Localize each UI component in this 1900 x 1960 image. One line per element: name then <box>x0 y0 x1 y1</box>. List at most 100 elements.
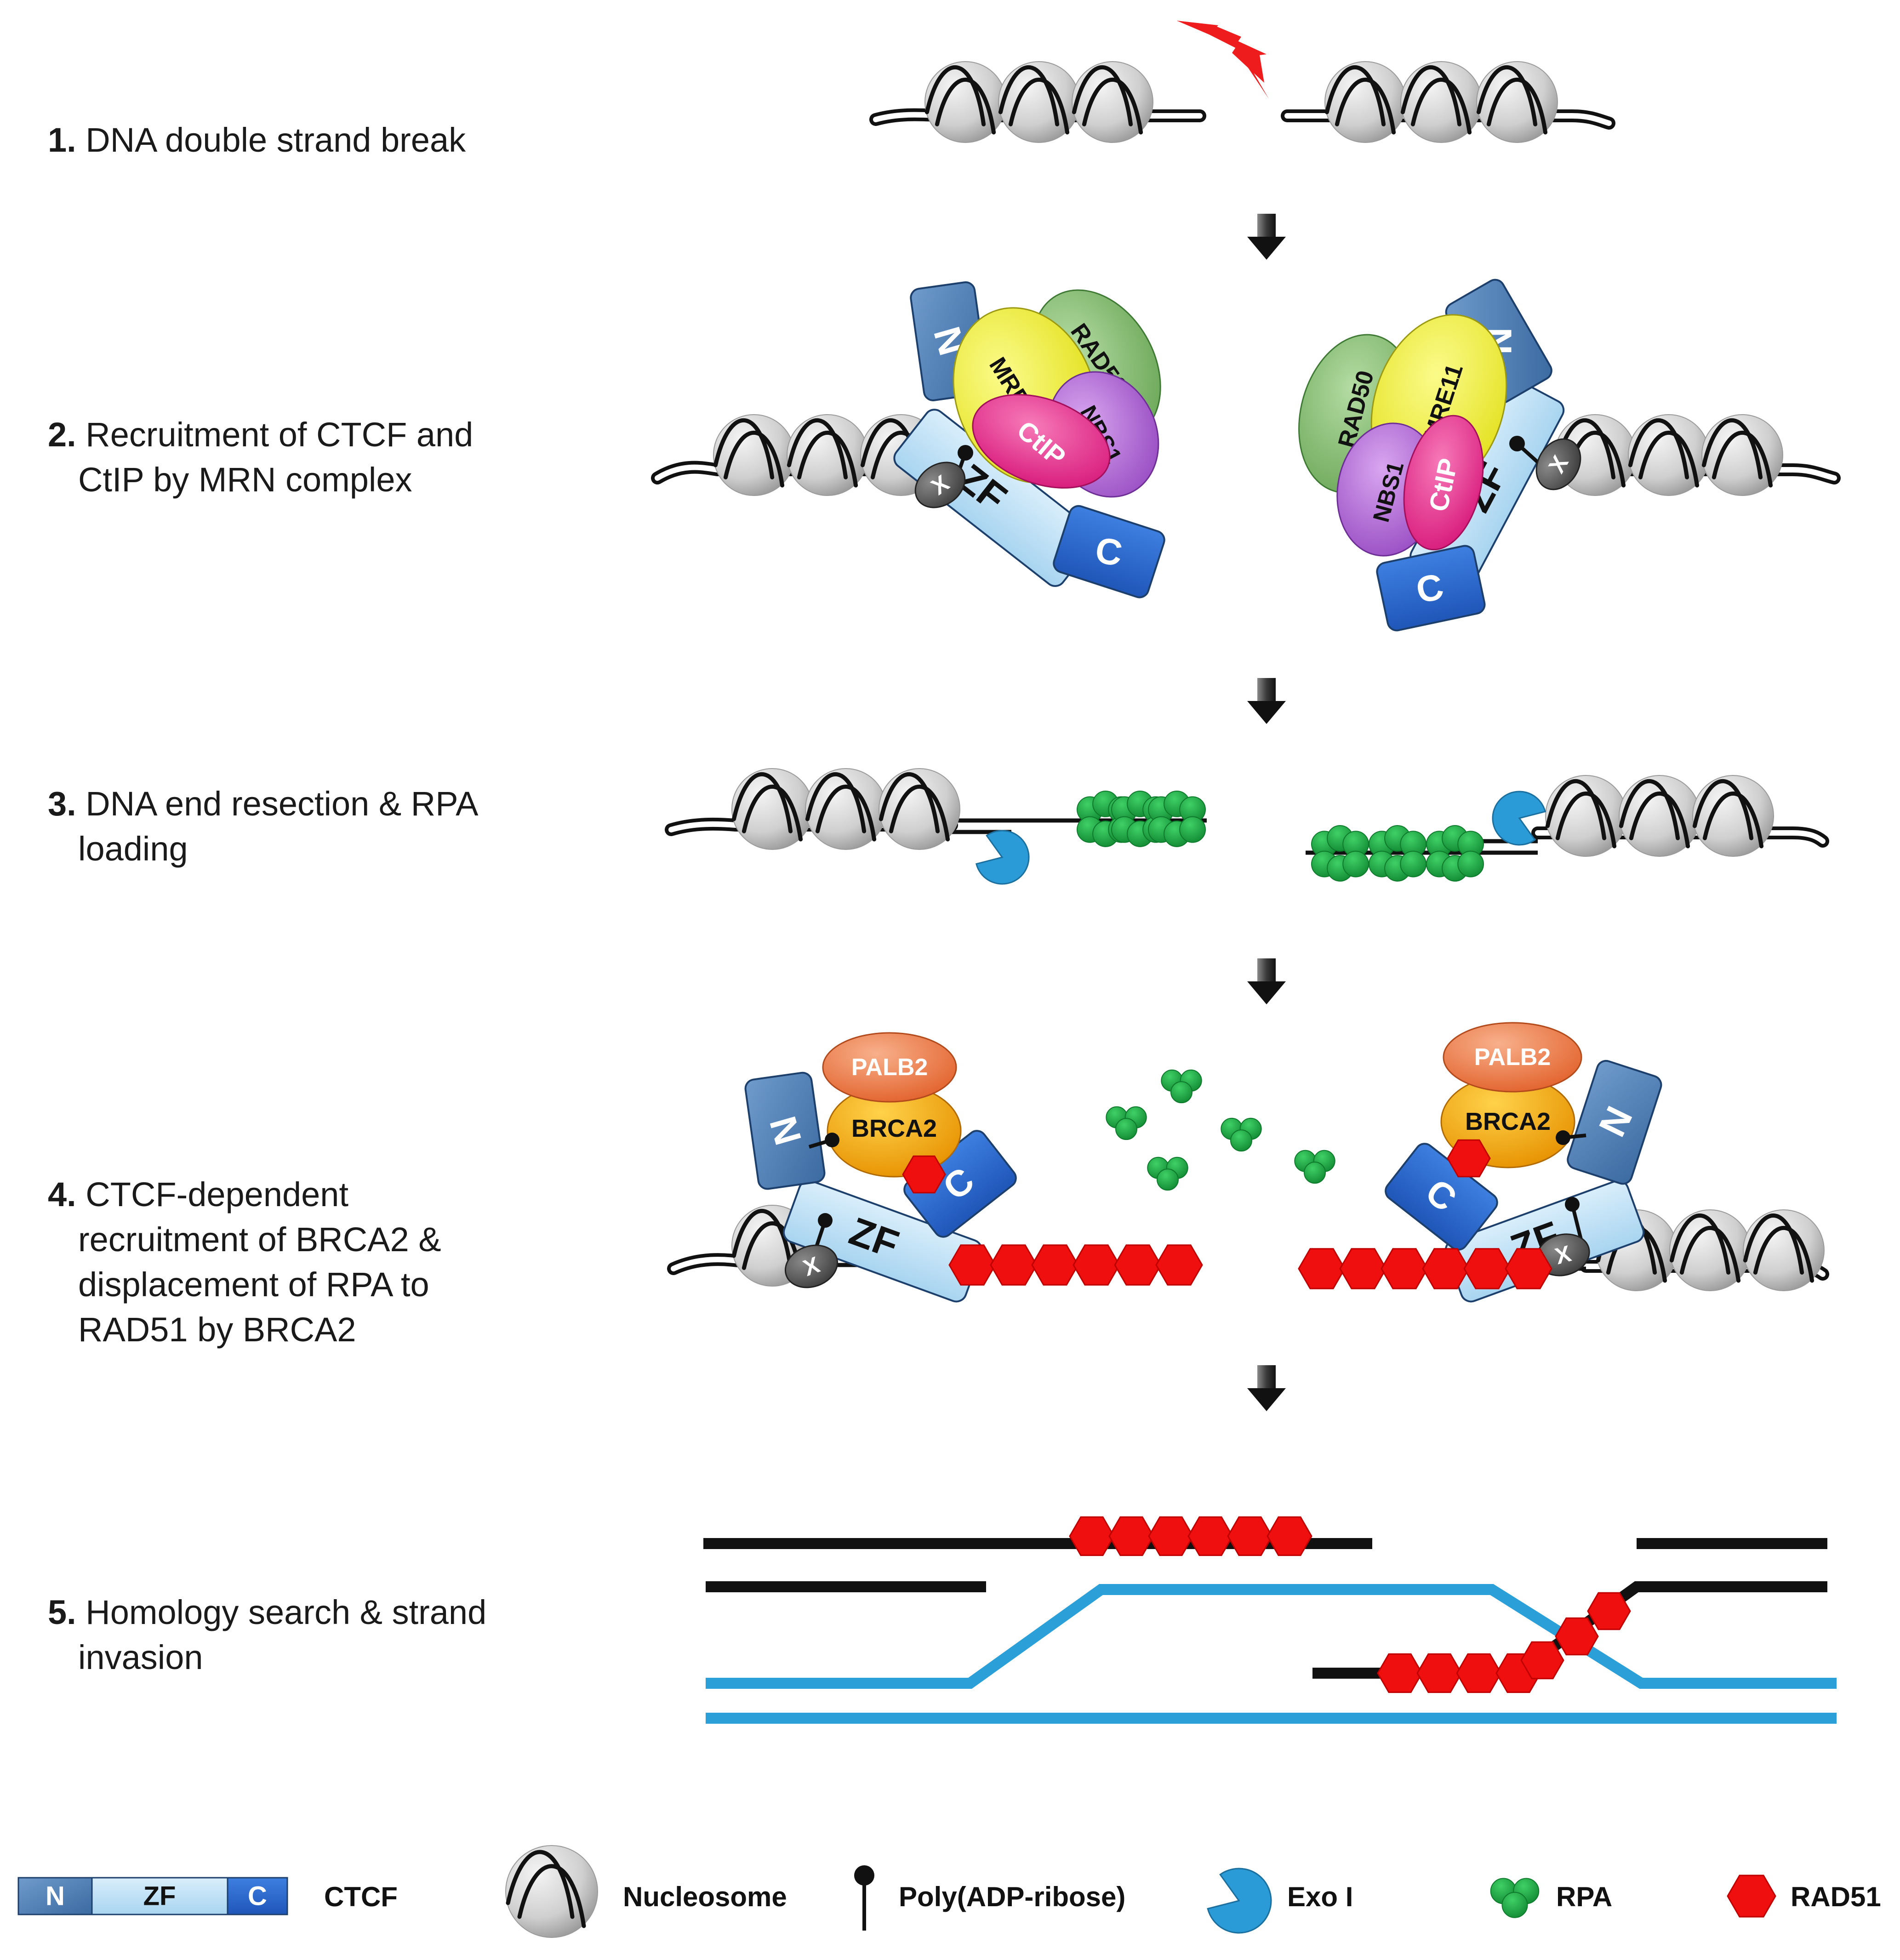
dna-wrap <box>1335 77 1396 135</box>
rpa-icon <box>1148 791 1206 847</box>
ctcf-c-domain: C <box>1376 545 1486 632</box>
dna-wrap <box>1753 1225 1814 1283</box>
step-arrow <box>1247 958 1286 1004</box>
poly-adp-ribose-head <box>825 1133 839 1147</box>
dna-wrap <box>1712 430 1773 488</box>
dna-wrap <box>1628 418 1689 479</box>
nucleosome-icon <box>1669 1209 1751 1291</box>
legend-nucleosome-label: Nucleosome <box>623 1881 787 1912</box>
poly-adp-ribose-head <box>854 1865 874 1886</box>
ctcf-c-domain: C <box>903 1130 1017 1238</box>
ctcf-c-domain: C <box>1385 1143 1498 1251</box>
rad51-hexagon <box>1031 1244 1079 1286</box>
arrow-shaft <box>1257 1365 1276 1390</box>
rpa-subunit <box>1501 1892 1528 1918</box>
x-domain <box>914 462 966 508</box>
rad51-hexagon <box>1416 1653 1462 1693</box>
palb2-label: PALB2 <box>851 1054 928 1081</box>
ctcf-zf-domain: ZF <box>782 1179 983 1303</box>
rad51-hexagon <box>1520 1641 1564 1680</box>
arrow-shaft <box>1257 214 1276 239</box>
exo-i-pacman <box>1207 1868 1272 1934</box>
rad51-hexagon <box>1069 1516 1115 1556</box>
rad51-hexagon <box>1377 1653 1423 1693</box>
nucleosome-core <box>1072 61 1153 143</box>
dna-wrap <box>1669 1214 1731 1275</box>
nucleosome-core <box>505 1845 598 1938</box>
rad51-hexagon <box>990 1244 1038 1286</box>
exo-i-pacman <box>1492 791 1546 846</box>
dna-wrap <box>506 1850 575 1919</box>
dna-wrap <box>1082 77 1143 135</box>
rad51-hexagon <box>1381 1248 1428 1289</box>
dna-wrap <box>1486 77 1548 135</box>
rad51-hexagon <box>1587 1592 1631 1630</box>
dna-wrap <box>1679 1225 1741 1283</box>
rpa-subunit <box>1342 850 1369 877</box>
arrow-head <box>1247 1388 1286 1411</box>
double-strand-dna <box>665 817 958 836</box>
rad51-filament <box>1377 1653 1541 1693</box>
dna-wrap <box>1545 779 1607 840</box>
nucleosome-icon <box>998 61 1080 143</box>
nucleosome-icon <box>1400 61 1482 143</box>
rpa-icon <box>1426 825 1484 882</box>
dna-wrap <box>935 77 996 135</box>
dna-wrap <box>1638 430 1700 488</box>
step-4-text-line-2: recruitment of BRCA2 & <box>78 1220 441 1259</box>
legend-par-label: Poly(ADP-ribose) <box>899 1881 1125 1912</box>
rpa-icon <box>1221 1117 1262 1152</box>
lightning-bolt-icon <box>1177 21 1269 99</box>
step-5-text-line-2: invasion <box>78 1638 203 1676</box>
exo-i-pacman <box>975 830 1030 885</box>
legend-n-label: N <box>46 1881 65 1911</box>
rad51-hexagon <box>948 1244 996 1286</box>
brca2-label: BRCA2 <box>851 1115 937 1142</box>
dna-wrap <box>1410 77 1472 135</box>
step-3-text-line-2: loading <box>78 830 188 868</box>
poly-adp-ribose-head <box>1565 1197 1580 1212</box>
ctip-ellipse <box>1403 415 1484 551</box>
rad51-hexagon <box>1422 1248 1470 1289</box>
c-domain-label: C <box>1093 530 1125 574</box>
legend-zf-label: ZF <box>143 1881 176 1911</box>
c-domain-body <box>1053 505 1165 598</box>
poly-adp-ribose-head <box>818 1213 833 1228</box>
dna-wrap <box>1629 791 1690 849</box>
dna-gap <box>1551 467 1837 481</box>
rad51-hexagon <box>1505 1248 1552 1289</box>
arrow-shaft <box>1257 678 1276 703</box>
legend-rad51-label: RAD51 <box>1791 1881 1881 1912</box>
nucleosome-icon <box>879 768 960 850</box>
nucleosome-icon <box>1743 1209 1825 1291</box>
ctcf-n-domain: N <box>1567 1060 1662 1185</box>
rad51-hexagon <box>1187 1516 1233 1556</box>
dna-wrap <box>889 784 950 842</box>
invading-strand <box>1513 1581 1827 1678</box>
nucleosome-icon <box>505 1845 598 1938</box>
rad51-hexagon <box>902 1155 946 1194</box>
nucleosome-core <box>1476 61 1558 143</box>
rpa-subunit <box>1115 1118 1137 1140</box>
nucleosome-icon <box>1476 61 1558 143</box>
dna-wrap <box>815 784 877 842</box>
rpa-icon <box>1147 1157 1188 1191</box>
dna-gap <box>668 821 954 832</box>
step-1-label: 1. DNA double strand break <box>48 118 466 163</box>
n-domain-body <box>1567 1060 1662 1185</box>
rad51-hexagon <box>1456 1653 1502 1693</box>
rad51-hexagon <box>1155 1244 1203 1286</box>
step-1-text: DNA double strand break <box>86 121 466 159</box>
dna-wrap <box>805 772 867 833</box>
rpa-subunit <box>1179 816 1206 843</box>
arrow-head <box>1247 981 1286 1004</box>
template-strand-blue <box>706 1584 1837 1689</box>
nucleosome-core <box>1701 414 1783 496</box>
dna-wrap <box>723 430 785 488</box>
double-strand-dna <box>1281 109 1615 130</box>
rpa-subunit <box>1304 1162 1326 1184</box>
dna-wrap <box>1702 791 1764 849</box>
dna-wrap <box>998 65 1060 126</box>
